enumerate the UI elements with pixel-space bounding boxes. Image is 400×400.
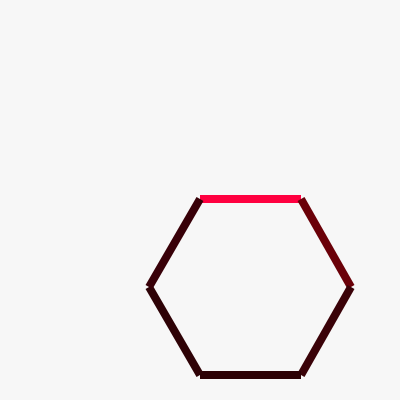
hexagon-edge-lower-right xyxy=(297,285,355,377)
hexagon-edge-upper-right xyxy=(297,197,355,289)
hexagon-edge-lower-left xyxy=(145,284,204,378)
hexagon-edge-upper-left xyxy=(145,196,204,290)
